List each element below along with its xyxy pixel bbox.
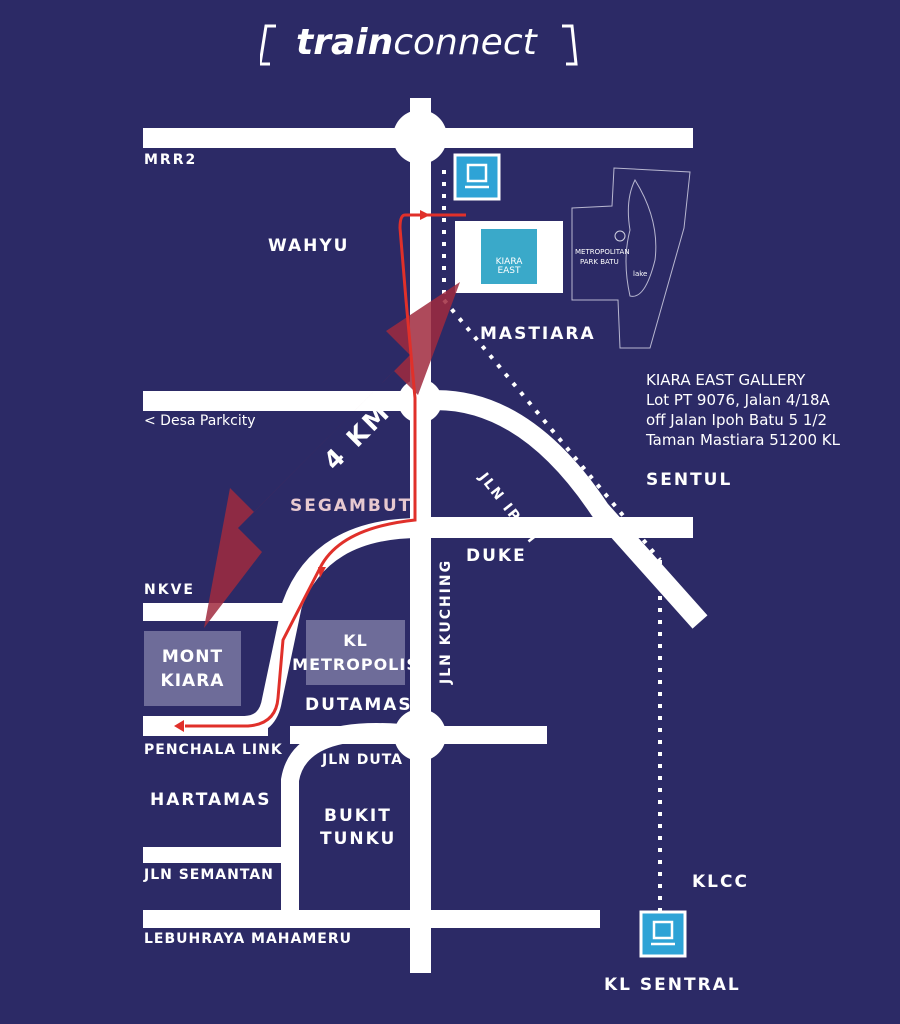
train-station-icon bbox=[453, 153, 501, 201]
address-line4: Taman Mastiara 51200 KL bbox=[646, 431, 840, 449]
label-wahyu: WAHYU bbox=[268, 236, 350, 256]
address-line1: KIARA EAST GALLERY bbox=[646, 371, 806, 389]
metropolitan-park-outline bbox=[571, 167, 691, 349]
label-mrr2: MRR2 bbox=[144, 152, 198, 168]
label-tunku: TUNKU bbox=[320, 829, 397, 849]
gallery-address: KIARA EAST GALLERY Lot PT 9076, Jalan 4/… bbox=[646, 370, 840, 450]
label-penchala-link: PENCHALA LINK bbox=[144, 742, 283, 758]
road-jln-ipoh bbox=[418, 390, 708, 629]
trainconnect-logo: trainconnect bbox=[260, 22, 578, 66]
park-label-2: PARK BATU bbox=[580, 258, 619, 266]
label-lebuhraya-mahameru: LEBUHRAYA MAHAMERU bbox=[144, 931, 352, 947]
mont-kiara-box: MONT KIARA bbox=[144, 631, 241, 706]
road-lebuhraya-mahameru bbox=[143, 910, 600, 928]
label-jln-kuching: JLN KUCHING bbox=[438, 558, 454, 684]
roundabout-mrr2 bbox=[393, 110, 447, 164]
kiara-east-label: KIARA EAST bbox=[495, 257, 523, 276]
lake-outline bbox=[625, 178, 657, 297]
label-segambut: SEGAMBUT bbox=[290, 496, 413, 516]
label-hartamas: HARTAMAS bbox=[150, 790, 272, 810]
route-arrowhead bbox=[420, 210, 430, 220]
road-jln-semantan bbox=[143, 847, 283, 863]
lake-label: lake bbox=[633, 270, 648, 278]
driving-route bbox=[185, 213, 466, 728]
road-hartamas-curve bbox=[281, 723, 422, 918]
address-line3: off Jalan Ipoh Batu 5 1/2 bbox=[646, 411, 828, 429]
rail-line-diagonal bbox=[442, 298, 662, 562]
label-mastiara: MASTIARA bbox=[480, 324, 596, 344]
label-duke: DUKE bbox=[466, 546, 527, 566]
road-desa-parkcity bbox=[143, 391, 433, 411]
route-arrowhead bbox=[318, 567, 326, 578]
label-jln-semantan: JLN SEMANTAN bbox=[144, 867, 274, 883]
park-label-1: METROPOLITAN bbox=[575, 248, 630, 256]
kl-metropolis-line2: METROPOLIS bbox=[292, 654, 419, 674]
logo-text: trainconnect bbox=[296, 22, 537, 63]
label-dutamas: DUTAMAS bbox=[305, 695, 413, 715]
address-line2: Lot PT 9076, Jalan 4/18A bbox=[646, 391, 830, 409]
label-sentul: SENTUL bbox=[646, 470, 733, 490]
label-kl-sentral: KL SENTRAL bbox=[604, 975, 741, 995]
label-klcc: KLCC bbox=[692, 872, 749, 892]
park-marker-icon bbox=[614, 230, 626, 242]
kl-metropolis-box: KL METROPOLIS bbox=[292, 620, 418, 685]
kiara-east-logo bbox=[481, 229, 537, 284]
kl-metropolis-line1: KL bbox=[343, 630, 368, 650]
train-station-icon bbox=[639, 910, 687, 958]
label-jln-duta: JLN DUTA bbox=[322, 752, 404, 768]
logo-bold: train bbox=[296, 22, 394, 63]
distance-arrow bbox=[204, 282, 460, 628]
logo-frame bbox=[260, 24, 578, 66]
road-dutamas-curve bbox=[243, 518, 421, 736]
label-nkve: NKVE bbox=[144, 582, 195, 598]
route-arrowhead bbox=[174, 720, 184, 732]
mont-kiara-line1: MONT bbox=[161, 646, 224, 667]
label-desa-parkcity: < Desa Parkcity bbox=[144, 413, 256, 429]
mont-kiara-line2: KIARA bbox=[160, 670, 225, 691]
logo-light: connect bbox=[393, 22, 537, 63]
label-bukit: BUKIT bbox=[324, 806, 392, 826]
road-duke bbox=[410, 517, 693, 538]
